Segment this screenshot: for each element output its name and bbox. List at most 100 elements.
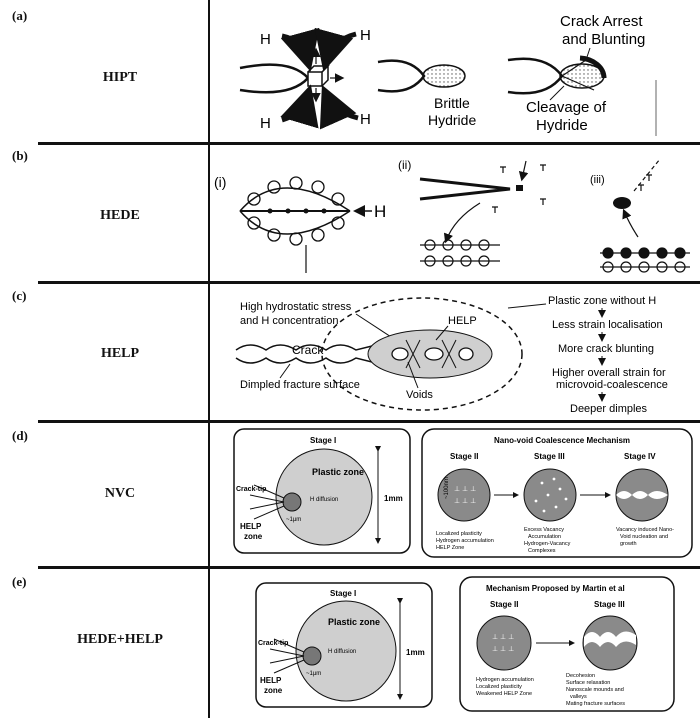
hydrogen-atom	[516, 185, 523, 191]
stage2-bullet: Localized plasticity	[436, 531, 482, 537]
stage2-circle	[437, 468, 491, 522]
plastic-zone	[275, 448, 373, 546]
h-label: H	[260, 115, 271, 132]
stage4-bullet: Vacancy induced Nano-	[616, 527, 674, 533]
h-label: H	[360, 111, 371, 128]
hdiff-label: H diffusion	[328, 649, 356, 655]
h-label: H	[374, 202, 386, 221]
bond-chain	[420, 239, 500, 267]
stage3-title: Stage III	[594, 600, 625, 609]
stage3-bullet: Complexes	[528, 548, 556, 554]
stage4-title: Stage IV	[624, 452, 656, 461]
stage3-circle	[582, 615, 638, 671]
stage3-bullet: Hydrogen-Vacancy	[524, 541, 571, 547]
crack-1	[239, 63, 310, 94]
um-label: ~1μm	[286, 517, 301, 523]
arrest-label: Crack Arrest	[560, 13, 643, 30]
crack-label: Crack	[292, 343, 324, 357]
cracktip-label: Crack-tip	[258, 640, 288, 647]
stage3-bullet: Surface relaxation	[566, 680, 610, 686]
mm-label: 1mm	[406, 648, 425, 657]
plastic-zone	[295, 600, 397, 702]
panel-i-label: (i)	[214, 174, 226, 190]
panel-iii-label: (iii)	[590, 174, 605, 186]
h-arrow	[314, 27, 357, 72]
hede-help-diagram: Stage I Plastic zone H diffusion Crack-t…	[255, 576, 675, 712]
nm-label: ~100nm	[444, 477, 450, 499]
crack-3	[507, 57, 564, 95]
stage2-bullet: Hydrogen accumulation	[476, 677, 534, 683]
row-letter-e: (e)	[12, 574, 27, 589]
stage3-bullet: Excess Vacancy	[524, 527, 564, 533]
flow-step: microvoid-coalescence	[556, 379, 668, 391]
stage3-bullet: valleys	[570, 694, 587, 700]
help-diagram: High hydrostatic stress and H concentrat…	[235, 295, 668, 415]
um-label: ~1μm	[306, 671, 321, 677]
hydrostatic-label: High hydrostatic stress	[240, 301, 352, 313]
cleavage-label: Cleavage of	[526, 99, 607, 116]
cracktip-label: Crack-tip	[236, 486, 266, 493]
nvc-diagram: Stage I Plastic zone H diffusion Crack-t…	[233, 428, 693, 558]
h-arrow	[280, 27, 320, 72]
flow-step: More crack blunting	[558, 343, 654, 355]
row-divider	[38, 420, 700, 423]
plastic-zone-boundary	[321, 297, 523, 411]
hipt-diagram: H H H H Brittle Hydride Crack Arrest and…	[239, 13, 657, 136]
stage3-bullet: Mating fracture surfaces	[566, 701, 625, 707]
h-label: H	[360, 27, 371, 44]
row-letter-c: (c)	[12, 288, 27, 303]
flow-step: Less strain localisation	[552, 319, 663, 331]
hydride-cube-icon	[307, 65, 330, 87]
row-divider	[38, 566, 700, 569]
help-zone-label: zone	[244, 532, 263, 541]
panel-ii-label: (ii)	[398, 158, 411, 172]
hdiff-label: H diffusion	[310, 497, 338, 503]
flow-step: Higher overall strain for	[552, 367, 666, 379]
help-zone-label: zone	[264, 686, 283, 695]
stage3-title: Stage III	[534, 452, 565, 461]
row-letter-d: (d)	[12, 428, 28, 443]
svg-text:⊥ ⊥ ⊥: ⊥ ⊥ ⊥	[454, 486, 476, 493]
h-label: H	[260, 31, 271, 48]
column-divider	[208, 0, 210, 718]
plastic-label: Plastic zone	[328, 617, 380, 627]
row-divider	[38, 142, 700, 145]
row-name-nvc: NVC	[104, 486, 136, 501]
row-name-hede: HEDE	[100, 208, 140, 223]
bond-chain	[600, 247, 690, 273]
brittle-label: Brittle	[434, 95, 470, 111]
svg-text:⊥ ⊥ ⊥: ⊥ ⊥ ⊥	[454, 498, 476, 505]
stage2-bullet: Weakened HELP Zone	[476, 691, 532, 697]
row-name-hipt: HIPT	[102, 70, 138, 85]
stage2-title: Stage II	[450, 452, 478, 461]
flow-step: Deeper dimples	[570, 403, 648, 415]
brittle-label: Hydride	[428, 112, 476, 128]
stage2-circle	[476, 615, 532, 671]
svg-text:⊥ ⊥ ⊥: ⊥ ⊥ ⊥	[492, 634, 514, 641]
arrest-label: and Blunting	[562, 31, 645, 48]
martin-title: Mechanism Proposed by Martin et al	[486, 584, 625, 593]
row-letter-a: (a)	[12, 8, 28, 23]
svg-text:⊥ ⊥ ⊥: ⊥ ⊥ ⊥	[492, 646, 514, 653]
lattice-atoms	[247, 176, 345, 246]
cleavage-label: Hydride	[536, 117, 588, 134]
stage1-title: Stage I	[310, 436, 336, 445]
stage4-bullet: Void nucleation and	[620, 534, 668, 540]
dimpled-label: Dimpled fracture surface	[240, 379, 360, 391]
row-name-hede-help: HEDE+HELP	[77, 632, 163, 647]
brittle-hydride	[422, 64, 466, 88]
stage3-bullet: Nanoscale mounds and	[566, 687, 624, 693]
hydride-particle	[613, 197, 631, 209]
stage2-bullet: HELP Zone	[436, 545, 464, 551]
help-zone-label: HELP	[260, 676, 282, 685]
plastic-label: Plastic zone	[312, 467, 364, 477]
nvc-title: Nano-void Coalescence Mechanism	[494, 436, 630, 445]
help-zone-label: HELP	[240, 522, 262, 531]
h-arrow	[319, 84, 359, 130]
hede-diagram: (i) (ii) (iii) H	[214, 158, 690, 273]
voids-label: Voids	[406, 389, 433, 401]
stage3-bullet: Accumulation	[528, 534, 561, 540]
stage4-bullet: growth	[620, 541, 637, 547]
stage2-title: Stage II	[490, 600, 518, 609]
mm-label: 1mm	[384, 494, 403, 503]
